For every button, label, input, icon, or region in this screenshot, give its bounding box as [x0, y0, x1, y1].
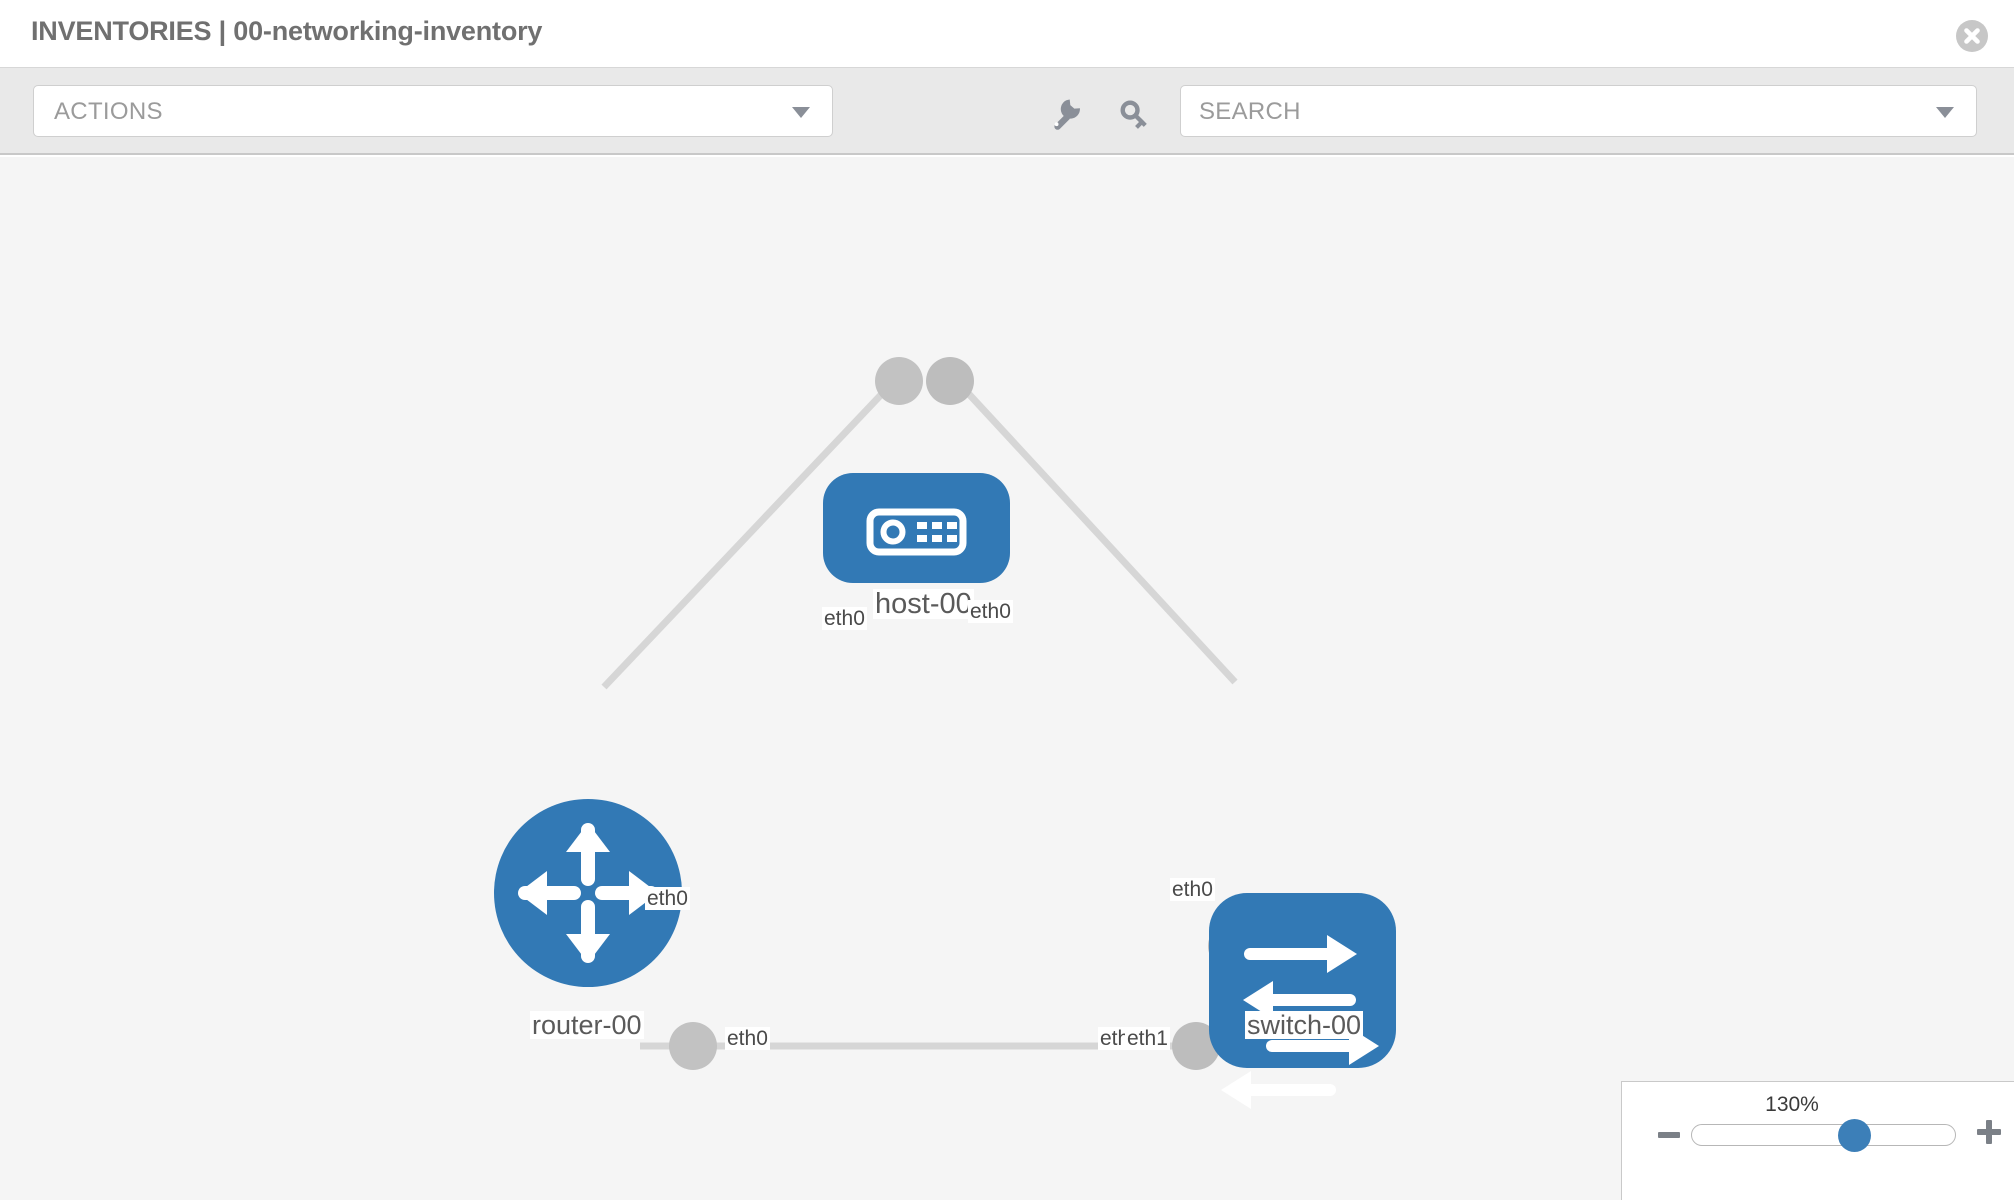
connector-host-left[interactable] — [875, 357, 923, 405]
node-label-host: host-00 — [873, 588, 974, 620]
link-host-router[interactable] — [601, 376, 899, 690]
node-label-router: router-00 — [530, 1010, 644, 1040]
link-host-switch[interactable] — [952, 376, 1238, 685]
actions-dropdown-label: ACTIONS — [54, 98, 163, 125]
iface-label-host-left: eth0 — [822, 607, 867, 631]
connector-switch-left[interactable] — [1172, 1022, 1220, 1070]
actions-dropdown[interactable]: ACTIONS — [33, 85, 833, 137]
topology-connectors — [669, 357, 1256, 1070]
node-switch-00[interactable] — [1209, 893, 1396, 1109]
zoom-slider-thumb[interactable] — [1838, 1119, 1872, 1152]
page-header: INVENTORIES | 00-networking-inventory — [0, 0, 2014, 68]
iface-label-switch-up: eth0 — [1170, 878, 1215, 902]
zoom-out-button[interactable] — [1658, 1132, 1680, 1138]
connector-router-right[interactable] — [669, 1022, 717, 1070]
zoom-control-panel: 130% — [1621, 1081, 2014, 1200]
topology-canvas[interactable]: host-00 router-00 switch-00 eth0 eth0 et… — [0, 157, 2014, 1200]
topology-graph — [494, 357, 1396, 1109]
wrench-icon[interactable] — [1047, 95, 1085, 133]
connector-host-right[interactable] — [926, 357, 974, 405]
iface-label-host-right: eth0 — [968, 600, 1013, 624]
zoom-in-button[interactable] — [1977, 1120, 2001, 1144]
key-icon[interactable] — [1115, 95, 1153, 133]
iface-label-router-up: eth0 — [645, 887, 690, 911]
chevron-down-icon — [792, 107, 810, 118]
chevron-down-icon[interactable] — [1936, 107, 1954, 118]
search-placeholder: SEARCH — [1199, 98, 1301, 125]
close-icon[interactable] — [1956, 20, 1988, 52]
zoom-level-value: 130% — [1765, 1093, 1819, 1116]
iface-label-router-right: eth0 — [725, 1027, 770, 1051]
zoom-slider[interactable] — [1691, 1119, 1956, 1152]
node-label-switch: switch-00 — [1245, 1010, 1364, 1040]
page-title: INVENTORIES | 00-networking-inventory — [31, 16, 543, 46]
node-host-00[interactable] — [823, 473, 1010, 583]
node-router-00[interactable] — [494, 799, 682, 987]
search-input[interactable]: SEARCH — [1180, 85, 1977, 137]
iface-label-switch-left-eth1: eth1 — [1125, 1027, 1170, 1051]
